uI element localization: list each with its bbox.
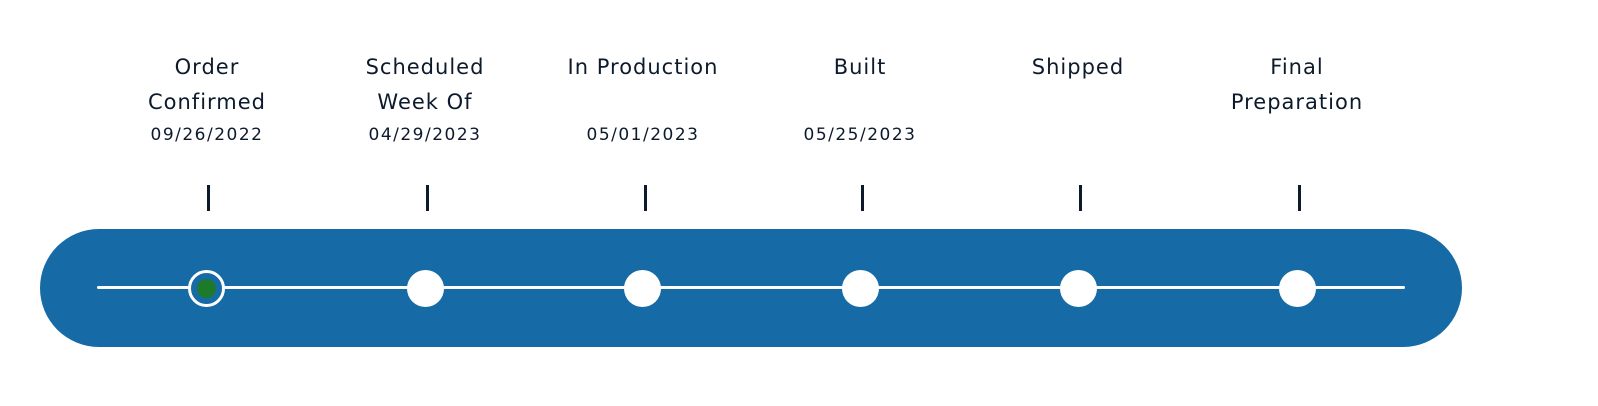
tick-mark xyxy=(1078,185,1082,211)
step-title: Built xyxy=(833,55,887,79)
tick-mark xyxy=(425,185,429,211)
step-date: 04/29/2023 xyxy=(368,125,482,145)
step-marker xyxy=(1278,270,1316,307)
step-marker xyxy=(623,270,661,307)
step-date: 05/25/2023 xyxy=(803,125,917,145)
step-date xyxy=(968,123,1188,147)
step-title: Shipped xyxy=(1031,55,1125,79)
current-step-indicator xyxy=(196,279,216,298)
tick-mark xyxy=(860,185,864,211)
step-date xyxy=(1187,123,1407,147)
step-scheduled-week-of: Scheduled Week Of 04/29/2023 xyxy=(315,50,535,147)
step-title: Final Preparation xyxy=(1230,55,1364,114)
step-built: Built 05/25/2023 xyxy=(750,50,970,147)
step-title: In Production xyxy=(567,55,719,79)
step-title: Order Confirmed xyxy=(147,55,267,114)
step-shipped: Shipped xyxy=(968,50,1188,147)
progress-line xyxy=(97,286,1405,289)
step-title: Scheduled Week Of xyxy=(365,55,485,114)
step-final-preparation: Final Preparation xyxy=(1187,50,1407,147)
step-marker xyxy=(1059,270,1097,307)
step-marker xyxy=(841,270,879,307)
step-marker-current xyxy=(187,270,225,307)
progress-bar xyxy=(40,229,1462,347)
step-date: 09/26/2022 xyxy=(150,125,264,145)
tick-mark xyxy=(1297,185,1301,211)
tick-mark xyxy=(643,185,647,211)
step-order-confirmed: Order Confirmed 09/26/2022 xyxy=(97,50,317,147)
step-date: 05/01/2023 xyxy=(586,125,700,145)
step-marker xyxy=(406,270,444,307)
step-in-production: In Production 05/01/2023 xyxy=(533,50,753,147)
tick-mark xyxy=(206,185,210,211)
